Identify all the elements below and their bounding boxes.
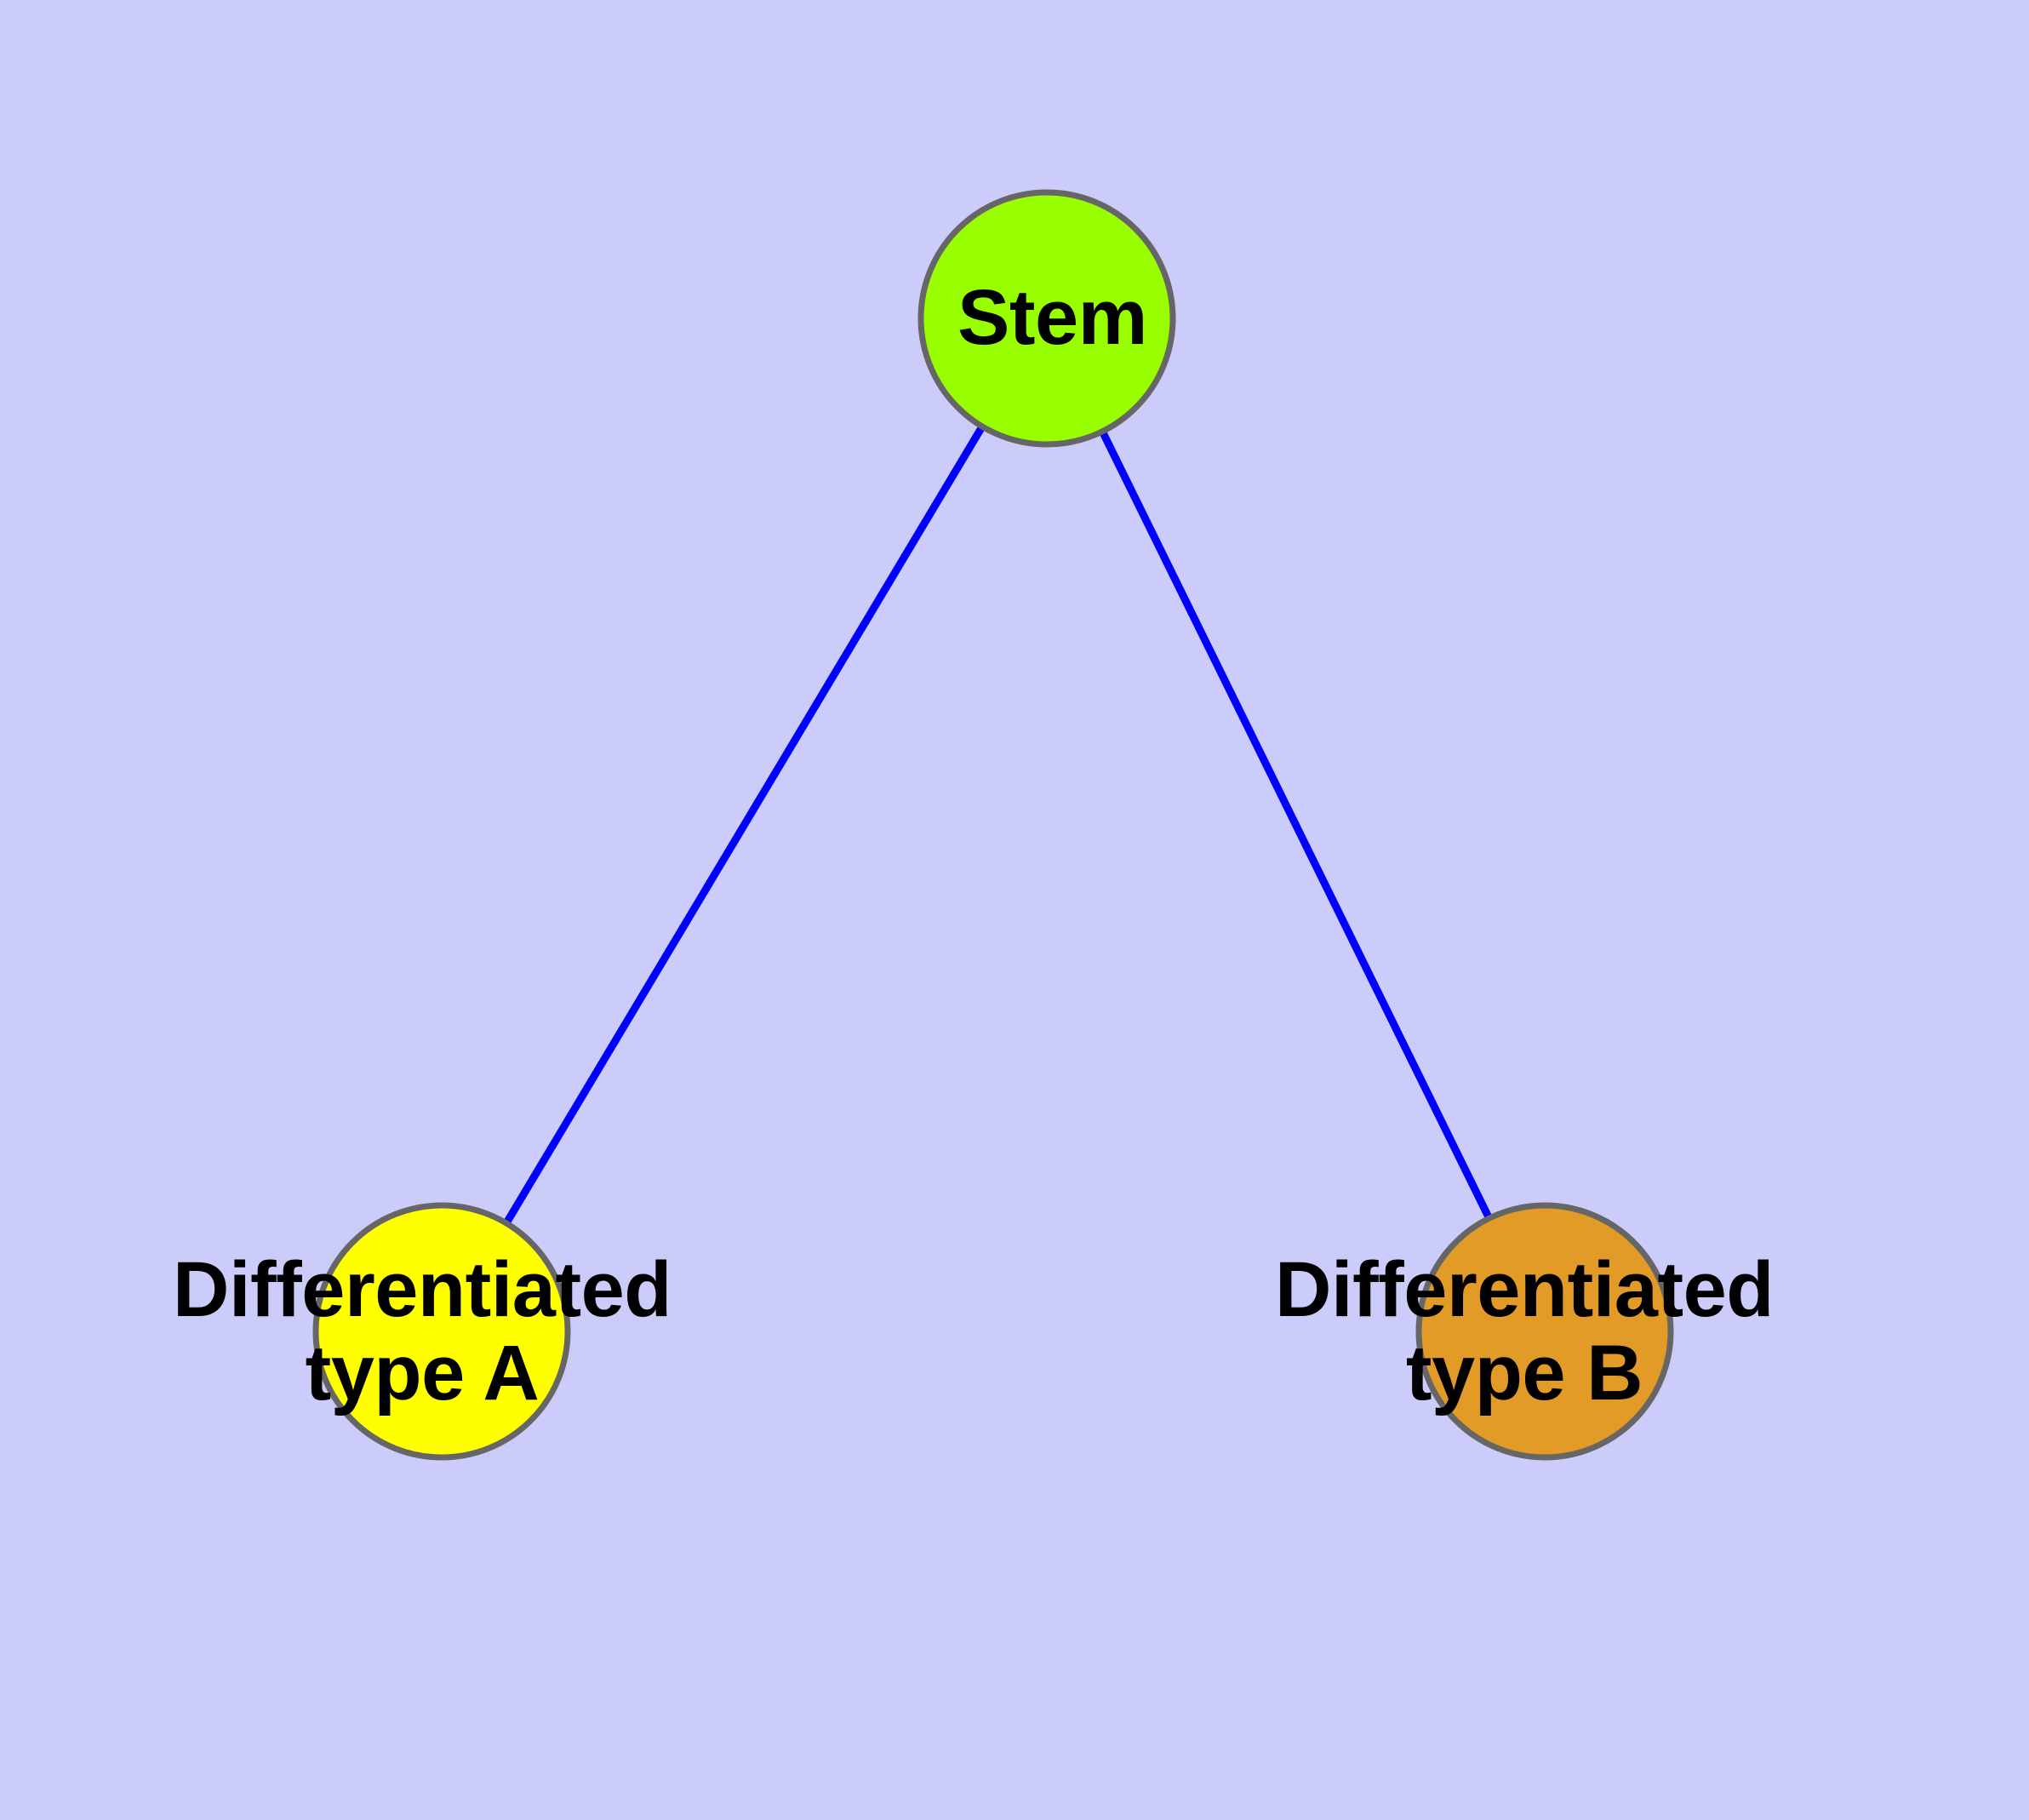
graph-node-diff_a[interactable]	[312, 1202, 571, 1461]
graph-node-stem[interactable]	[917, 189, 1176, 448]
nodes-layer	[312, 189, 1674, 1461]
graph-edge	[438, 316, 1050, 1334]
edges-layer	[438, 316, 1549, 1334]
graph-node-diff_b[interactable]	[1415, 1202, 1674, 1461]
graph-edge	[1043, 317, 1549, 1333]
